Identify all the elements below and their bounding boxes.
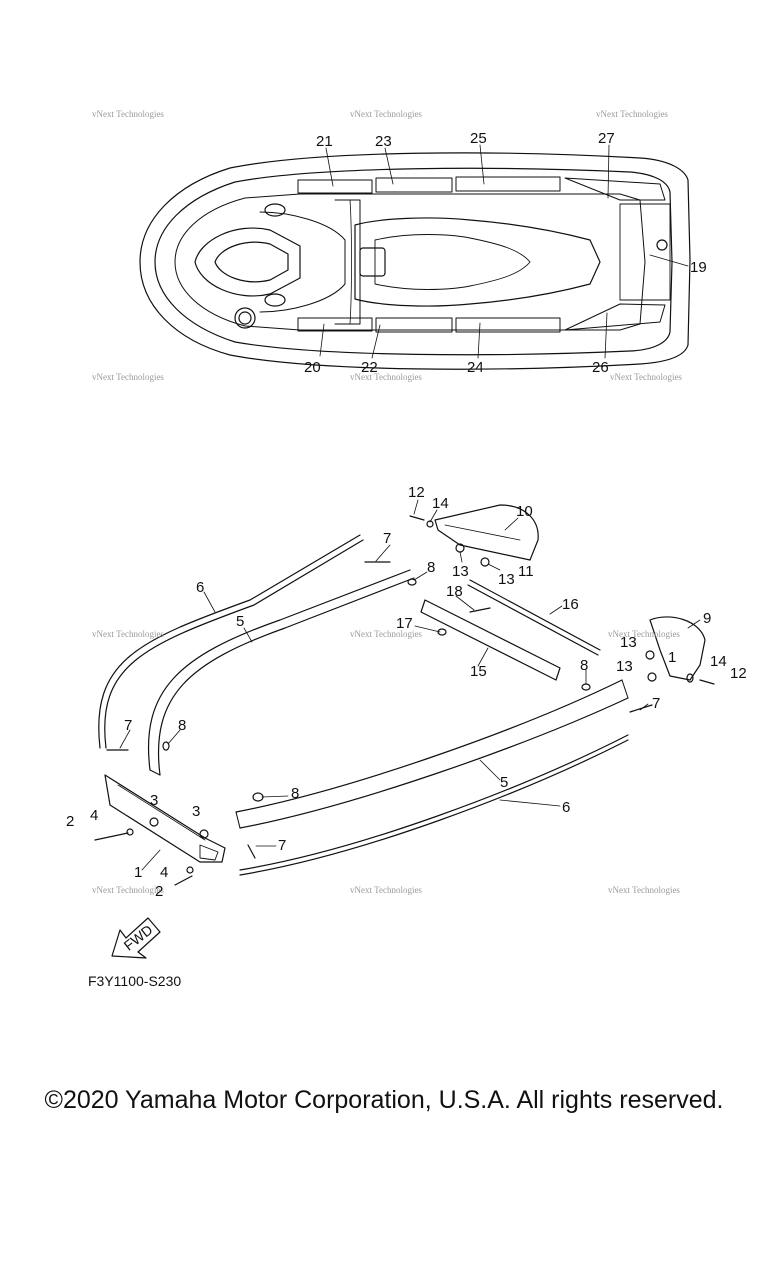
- watermark: vNext Technologies: [608, 629, 680, 639]
- callout-label: 13: [452, 563, 469, 580]
- callout-label: 6: [196, 579, 204, 596]
- callout-label: 23: [375, 133, 392, 150]
- watermark: vNext Technologies: [350, 629, 422, 639]
- callout-label: 12: [730, 665, 747, 682]
- callout-label: 14: [432, 495, 449, 512]
- callout-label: 2: [155, 883, 163, 900]
- callout-label: 24: [467, 359, 484, 376]
- callout-label: 1: [668, 649, 676, 666]
- watermark: vNext Technologies: [608, 885, 680, 895]
- callout-label: 3: [192, 803, 200, 820]
- fwd-label: FWD: [121, 921, 156, 953]
- watermark: vNext Technologies: [92, 109, 164, 119]
- callout-label: 6: [562, 799, 570, 816]
- callout-label: 11: [518, 563, 534, 580]
- watermark: vNext Technologies: [92, 629, 164, 639]
- callout-label: 16: [562, 596, 579, 613]
- callout-label: 17: [396, 615, 413, 632]
- callout-label: 4: [90, 807, 98, 824]
- watermark-group: vNext Technologies vNext Technologies vN…: [92, 109, 682, 895]
- callout-label: 7: [652, 695, 660, 712]
- callout-label: 13: [616, 658, 633, 675]
- forward-arrow-icon: [111, 917, 161, 959]
- watercraft-top-view: [139, 144, 691, 370]
- callout-label: 10: [516, 503, 533, 520]
- callout-label: 9: [703, 610, 711, 627]
- callout-label: 22: [361, 359, 378, 376]
- callout-label: 13: [620, 634, 637, 651]
- watermark: vNext Technologies: [350, 372, 422, 382]
- watermark: vNext Technologies: [350, 109, 422, 119]
- callout-label: 15: [470, 663, 487, 680]
- callout-label: 1: [134, 864, 142, 881]
- callout-label: 25: [470, 130, 487, 147]
- callout-label: 8: [291, 785, 299, 802]
- callout-label: 5: [236, 613, 244, 630]
- watermark: vNext Technologies: [92, 885, 164, 895]
- watermark: vNext Technologies: [92, 372, 164, 382]
- watermark: vNext Technologies: [610, 372, 682, 382]
- callout-label: 7: [278, 837, 286, 854]
- callout-label: 3: [150, 792, 158, 809]
- callout-label: 14: [710, 653, 727, 670]
- callout-label: 7: [383, 530, 391, 547]
- callout-label: 18: [446, 583, 463, 600]
- callout-label: 5: [500, 774, 508, 791]
- callout-label: 21: [316, 133, 333, 150]
- gunwale-parts-exploded-view: [94, 499, 715, 886]
- callout-label: 2: [66, 813, 74, 830]
- callout-label: 20: [304, 359, 321, 376]
- callout-label: 7: [124, 717, 132, 734]
- figure-code: F3Y1100-S230: [88, 973, 181, 989]
- callout-label: 13: [498, 571, 515, 588]
- callout-label: 8: [427, 559, 435, 576]
- callout-label: 27: [598, 130, 615, 147]
- callout-label: 26: [592, 359, 609, 376]
- callout-label: 8: [580, 657, 588, 674]
- watermark: vNext Technologies: [350, 885, 422, 895]
- top-view-callouts: 21 23 25 27 19 20 22 24 26: [304, 130, 707, 376]
- callout-label: 12: [408, 484, 425, 501]
- watermark: vNext Technologies: [596, 109, 668, 119]
- callout-label: 8: [178, 717, 186, 734]
- copyright-notice: ©2020 Yamaha Motor Corporation, U.S.A. A…: [44, 1086, 724, 1114]
- callout-label: 19: [690, 259, 707, 276]
- parts-diagram: vNext Technologies vNext Technologies vN…: [66, 109, 747, 989]
- callout-label: 4: [160, 864, 168, 881]
- exploded-view-callouts: 12 14 10 7 13 11 13 8 6 18 16 9 5 17 13 …: [66, 484, 747, 900]
